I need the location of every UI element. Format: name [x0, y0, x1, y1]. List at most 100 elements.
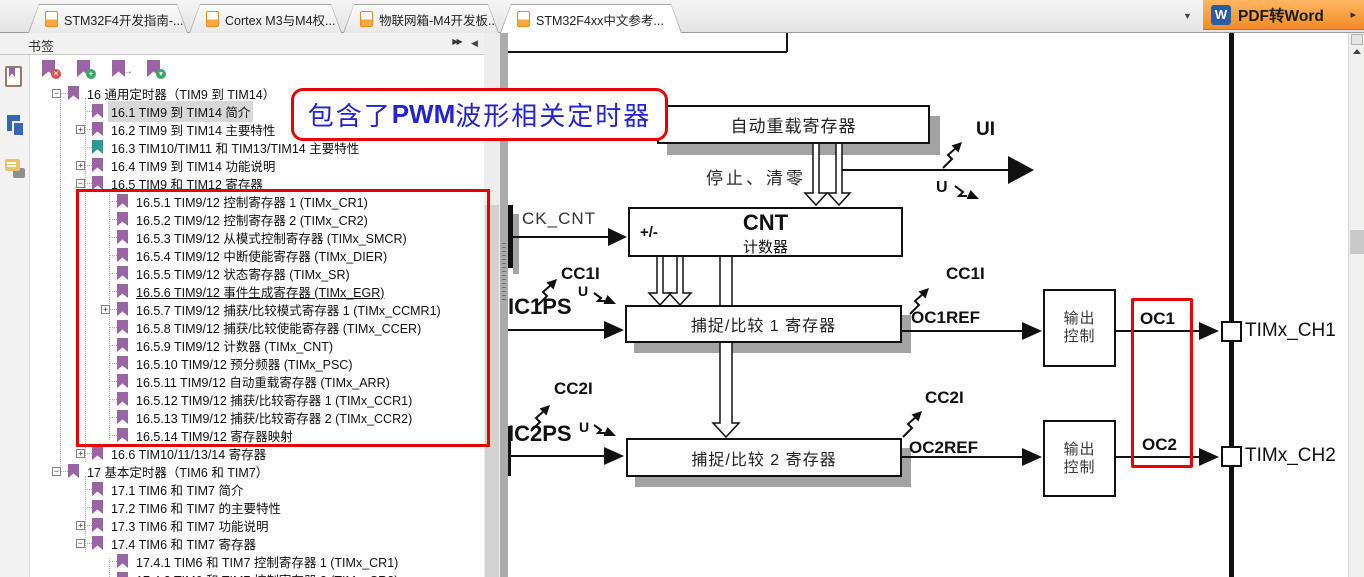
bookmark-tree-item[interactable]: 16.5.5 TIM9/12 状态寄存器 (TIMx_SR) — [30, 264, 484, 282]
bookmark-icon — [68, 86, 79, 100]
timx-ch2-label: TIMx_CH2 — [1245, 445, 1336, 466]
scroll-up-icon[interactable] — [1353, 49, 1361, 54]
panel-splitter[interactable] — [500, 33, 508, 577]
bookmark-icon — [117, 554, 128, 568]
bookmark-tree-item[interactable]: 16.5.2 TIM9/12 控制寄存器 2 (TIMx_CR2) — [30, 210, 484, 228]
bookmark-tree-item[interactable]: 16.5.14 TIM9/12 寄存器映射 — [30, 426, 484, 444]
tree-connector — [110, 416, 117, 418]
panel-expand-icon[interactable]: ▶▶ — [452, 37, 462, 46]
bookmark-tree-item[interactable]: 16.5.3 TIM9/12 从模式控制寄存器 (TIMx_SMCR) — [30, 228, 484, 246]
bookmark-label[interactable]: 16.5.7 TIM9/12 捕获/比较模式寄存器 1 (TIMx_CCMR1) — [136, 303, 441, 318]
bookmark-tree-item[interactable]: 16.5.10 TIM9/12 预分频器 (TIMx_PSC) — [30, 354, 484, 372]
bookmark-tree-item[interactable]: − 16 通用定时器（TIM9 到 TIM14） — [30, 84, 484, 102]
bookmark-label[interactable]: 16.2 TIM9 到 TIM14 主要特性 — [111, 123, 276, 138]
bookmark-label[interactable]: 16.5.5 TIM9/12 状态寄存器 (TIMx_SR) — [136, 267, 350, 282]
bookmark-label[interactable]: 16.5.14 TIM9/12 寄存器映射 — [136, 429, 293, 444]
bookmark-label[interactable]: 16.4 TIM9 到 TIM14 功能说明 — [111, 159, 276, 174]
bookmark-tree-item[interactable]: 16.5.11 TIM9/12 自动重载寄存器 (TIMx_ARR) — [30, 372, 484, 390]
bookmark-label[interactable]: 16.5.10 TIM9/12 预分频器 (TIMx_PSC) — [136, 357, 353, 372]
expander-plus-icon[interactable]: + — [76, 448, 85, 458]
expander-minus-icon[interactable]: − — [76, 538, 85, 548]
tree-connector — [110, 308, 117, 310]
bookmark-tree-item[interactable]: 16.5.1 TIM9/12 控制寄存器 1 (TIMx_CR1) — [30, 192, 484, 210]
scrollbar-button[interactable] — [1351, 34, 1363, 45]
tab-stm32f4xx-reference[interactable]: STM32F4xx中文参考... x — [500, 4, 682, 33]
bookmark-tree-item[interactable]: 16.1 TIM9 到 TIM14 简介 — [30, 100, 484, 122]
bookmark-tree-item[interactable]: +16.6 TIM10/11/13/14 寄存器 — [30, 444, 484, 462]
bookmark-label[interactable]: 16 通用定时器（TIM9 到 TIM14） — [87, 87, 276, 102]
pdf-to-word-button[interactable]: W PDF转Word ▸ — [1203, 0, 1364, 30]
bookmark-label[interactable]: 17.3 TIM6 和 TIM7 功能说明 — [111, 519, 269, 534]
bookmark-tree-item[interactable]: 16.5.9 TIM9/12 计数器 (TIMx_CNT) — [30, 336, 484, 354]
bookmark-label[interactable]: 17 基本定时器（TIM6 和 TIM7） — [87, 465, 269, 480]
bookmark-tree-item[interactable]: − 17 基本定时器（TIM6 和 TIM7） — [30, 462, 484, 480]
document-scrollbar[interactable] — [1348, 33, 1364, 577]
bookmark-label[interactable]: 16.5.2 TIM9/12 控制寄存器 2 (TIMx_CR2) — [136, 213, 368, 228]
bookmark-tree-item[interactable]: +16.4 TIM9 到 TIM14 功能说明 — [30, 156, 484, 174]
bookmark-tree-item[interactable]: 17.1 TIM6 和 TIM7 简介 — [30, 480, 484, 498]
goto-bookmark-icon[interactable]: → — [112, 60, 133, 77]
bookmark-tree-item[interactable]: 17.2 TIM6 和 TIM7 的主要特性 — [30, 498, 484, 516]
bookmarks-panel — [30, 55, 484, 577]
tree-connector — [110, 326, 117, 328]
pages-panel-icon[interactable] — [5, 115, 25, 138]
bookmark-label[interactable]: 16.3 TIM10/TIM11 和 TIM13/TIM14 主要特性 — [111, 141, 360, 156]
bookmark-tree-item[interactable]: 16.5.13 TIM9/12 捕获/比较寄存器 2 (TIMx_CCR2) — [30, 408, 484, 426]
expander-minus-icon[interactable]: − — [52, 466, 61, 476]
bookmark-label[interactable]: 16.5.8 TIM9/12 捕获/比较使能寄存器 (TIMx_CCER) — [136, 321, 422, 336]
bookmark-tree-item[interactable]: − 17.4 TIM6 和 TIM7 寄存器 — [30, 534, 484, 552]
expand-bookmarks-icon[interactable]: ▾ — [147, 60, 166, 79]
bookmark-label[interactable]: 16.5.9 TIM9/12 计数器 (TIMx_CNT) — [136, 339, 334, 354]
bookmark-tree-item[interactable]: +16.2 TIM9 到 TIM14 主要特性 — [30, 120, 484, 138]
bookmarks-panel-icon[interactable] — [5, 66, 25, 89]
bookmark-label[interactable]: 16.5 TIM9 和 TIM12 寄存器 — [111, 177, 263, 192]
bookmark-label[interactable]: 16.5.13 TIM9/12 捕获/比较寄存器 2 (TIMx_CCR2) — [136, 411, 413, 426]
bookmark-label[interactable]: 16.6 TIM10/11/13/14 寄存器 — [111, 447, 267, 462]
expander-plus-icon[interactable]: + — [76, 124, 85, 134]
channel-1-pin — [1221, 321, 1242, 342]
expander-minus-icon[interactable]: − — [52, 88, 61, 98]
bookmark-label[interactable]: 17.4.1 TIM6 和 TIM7 控制寄存器 1 (TIMx_CR1) — [136, 555, 399, 570]
expander-plus-icon[interactable]: + — [76, 520, 85, 530]
bookmark-tree-item[interactable]: 16.3 TIM10/TIM11 和 TIM13/TIM14 主要特性 — [30, 138, 484, 156]
bookmark-label[interactable]: 16.1 TIM9 到 TIM14 简介 — [108, 100, 254, 122]
bookmark-tree-item[interactable]: 16.5.12 TIM9/12 捕获/比较寄存器 1 (TIMx_CCR1) — [30, 390, 484, 408]
bookmark-tree-item[interactable]: 17.4.1 TIM6 和 TIM7 控制寄存器 1 (TIMx_CR1) — [30, 552, 484, 570]
bookmark-label[interactable]: 17.1 TIM6 和 TIM7 简介 — [111, 483, 244, 498]
bookmark-label[interactable]: 16.5.3 TIM9/12 从模式控制寄存器 (TIMx_SMCR) — [136, 231, 407, 246]
add-bookmark-icon[interactable]: + — [77, 60, 96, 79]
tree-connector — [110, 344, 117, 346]
bookmark-tree-item[interactable]: 17.4.2 TIM6 和 TIM7 控制寄存器 2 (TIMx_CR2) — [30, 570, 484, 577]
expander-plus-icon[interactable]: + — [76, 160, 85, 170]
bookmark-label[interactable]: 17.2 TIM6 和 TIM7 的主要特性 — [111, 501, 281, 516]
bookmark-tree-item[interactable]: 16.5.4 TIM9/12 中断使能寄存器 (TIMx_DIER) — [30, 246, 484, 264]
panel-collapse-icon[interactable]: ◀ — [471, 38, 478, 48]
tab-list-dropdown-icon[interactable]: ▼ — [1183, 11, 1192, 21]
bookmark-label[interactable]: 17.4 TIM6 和 TIM7 寄存器 — [111, 537, 256, 552]
expander-plus-icon[interactable]: + — [101, 304, 110, 314]
bookmark-tree-item[interactable]: +17.3 TIM6 和 TIM7 功能说明 — [30, 516, 484, 534]
bookmark-label[interactable]: 16.5.11 TIM9/12 自动重载寄存器 (TIMx_ARR) — [136, 375, 390, 390]
bookmarks-panel-title: 书签 — [28, 39, 55, 54]
close-tab-icon[interactable]: x — [680, 12, 681, 27]
bookmark-tree-item[interactable]: 16.5.8 TIM9/12 捕获/比较使能寄存器 (TIMx_CCER) — [30, 318, 484, 336]
bookmark-label[interactable]: 17.4.2 TIM6 和 TIM7 控制寄存器 2 (TIMx_CR2) — [133, 569, 401, 577]
bookmark-tree-item[interactable]: 16.5.6 TIM9/12 事件生成寄存器 (TIMx_EGR) — [30, 282, 484, 300]
bookmark-icon — [117, 230, 128, 244]
delete-bookmark-icon[interactable]: ✕ — [42, 60, 61, 79]
document-scrollbar-thumb[interactable] — [1350, 230, 1364, 254]
bookmark-tree-item[interactable]: − 16.5 TIM9 和 TIM12 寄存器 — [30, 174, 484, 192]
bookmark-label[interactable]: 16.5.12 TIM9/12 捕获/比较寄存器 1 (TIMx_CCR1) — [136, 393, 413, 408]
bookmark-tree-item[interactable]: +16.5.7 TIM9/12 捕获/比较模式寄存器 1 (TIMx_CCMR1… — [30, 300, 484, 318]
tab-iot-m4-board[interactable]: 物联网箱-M4开发板... — [343, 4, 499, 33]
bookmark-label[interactable]: 16.5.4 TIM9/12 中断使能寄存器 (TIMx_DIER) — [136, 249, 388, 264]
pdf-file-icon — [45, 11, 58, 27]
bookmark-label[interactable]: 16.5.1 TIM9/12 控制寄存器 1 (TIMx_CR1) — [136, 195, 368, 210]
comments-panel-icon[interactable] — [5, 159, 25, 182]
bookmark-icon — [92, 122, 103, 136]
bookmark-label[interactable]: 16.5.6 TIM9/12 事件生成寄存器 (TIMx_EGR) — [136, 285, 385, 300]
expander-minus-icon[interactable]: − — [76, 178, 85, 188]
tab-stm32f4-guide[interactable]: STM32F4开发指南-... — [28, 4, 188, 33]
tree-connector — [85, 110, 92, 112]
tab-cortex-m3-m4[interactable]: Cortex M3与M4权... — [189, 4, 342, 33]
